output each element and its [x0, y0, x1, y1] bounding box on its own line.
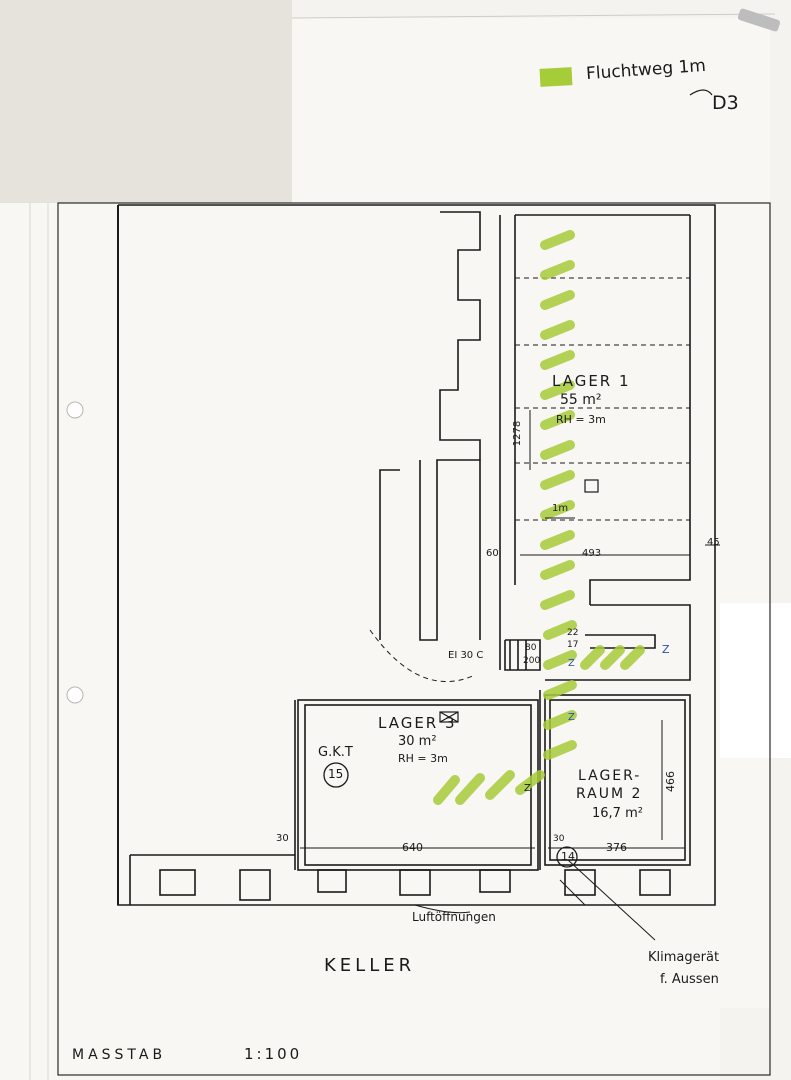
escape-route [433, 230, 645, 805]
sheet-mark-loop [689, 89, 713, 96]
punch-hole-bottom [66, 686, 84, 704]
column-mark [584, 479, 599, 493]
dim-22: 22 [567, 628, 579, 638]
dim-640: 640 [402, 841, 423, 854]
lager3-code: G.K.T [318, 745, 353, 760]
drawing-frame [57, 202, 771, 1076]
lagerraum2-name-1: LAGER- [578, 768, 642, 784]
lager3-number: 15 [328, 767, 344, 781]
punch-hole-top [66, 401, 84, 419]
dim-45: 45 [707, 537, 720, 548]
lager1-area: 55 m² [560, 392, 602, 408]
room-14-circle [556, 846, 578, 868]
door-mark-4: Z [524, 783, 531, 794]
room-15-circle [323, 762, 349, 788]
binder-clip [737, 8, 781, 32]
dim-1m: 1m [552, 503, 569, 514]
dim-493: 493 [582, 548, 602, 559]
lager3-area: 30 m² [398, 734, 437, 749]
ac-unit-label-1: Klimagerät [648, 950, 720, 965]
scale-value: 1:100 [244, 1045, 303, 1063]
lagerraum2-area: 16,7 m² [592, 806, 643, 821]
dim-376: 376 [606, 841, 627, 854]
door-mark-2: Z [568, 658, 575, 669]
fire-door-label: EI 30 C [448, 650, 484, 661]
dim-466: 466 [664, 771, 677, 792]
dim-80: 80 [525, 643, 537, 653]
lagerraum2-name-2: RAUM 2 [576, 786, 643, 802]
lager3-height: RH = 3m [398, 752, 448, 765]
dim-60: 60 [486, 548, 499, 559]
dim-30a: 30 [276, 833, 289, 844]
legend-swatch [539, 67, 573, 87]
sheet-mark: D3 [712, 92, 739, 114]
dim-30b: 30 [553, 834, 565, 844]
ac-unit-label-2: f. Aussen [660, 972, 719, 987]
scale-label: MASSTAB [72, 1047, 167, 1063]
door-mark-1: Z [662, 643, 670, 656]
lagerraum2-number: 14 [561, 850, 575, 863]
lager1-height: RH = 3m [556, 413, 606, 426]
air-openings-label: Luftöffnungen [412, 910, 496, 924]
plan-title: KELLER [324, 955, 416, 976]
vent-symbol [439, 711, 459, 723]
lager1-name: LAGER 1 [552, 372, 631, 390]
dim-1278: 1278 [512, 420, 524, 447]
lager3-name: LAGER 3 [378, 714, 457, 732]
building-walls [117, 204, 716, 906]
dim-17: 17 [567, 640, 579, 650]
dim-200: 200 [523, 656, 541, 666]
door-mark-3: Z [568, 712, 575, 723]
